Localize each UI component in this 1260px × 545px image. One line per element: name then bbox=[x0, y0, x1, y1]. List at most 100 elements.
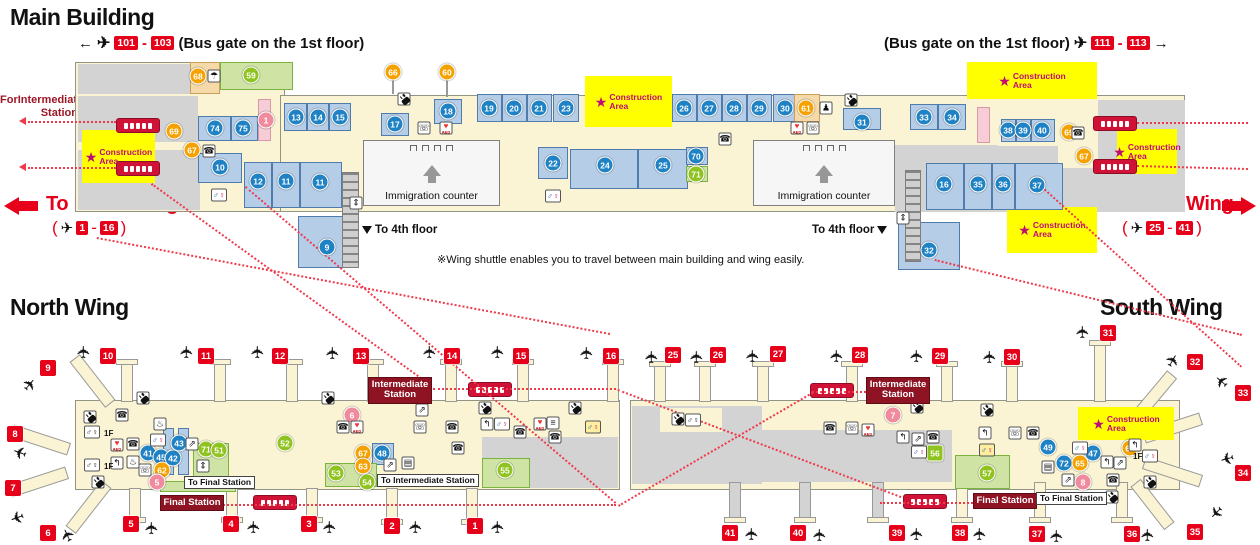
up-arrow-icon bbox=[815, 165, 833, 183]
facility-circle-54: 54 bbox=[358, 473, 376, 491]
up-arrow-icon bbox=[422, 165, 441, 183]
paren: ( bbox=[52, 218, 58, 237]
plane-icon: ✈ bbox=[244, 519, 264, 535]
to-4th-floor-right-label: To 4th floor bbox=[812, 224, 888, 236]
facility-circle-5: 5 bbox=[148, 473, 166, 491]
pier-cap bbox=[794, 517, 816, 523]
gate-pier bbox=[306, 488, 318, 518]
phone-icon: ☎ bbox=[115, 408, 129, 422]
power-plug-icon bbox=[844, 93, 858, 107]
baggage-service-icon: ▤ bbox=[1041, 460, 1055, 474]
route-arrowhead-icon bbox=[19, 117, 26, 125]
bus-gate-left-label: ← ✈ 101 - 103 (Bus gate on the 1st floor… bbox=[78, 33, 364, 53]
gate-pier bbox=[1006, 366, 1018, 402]
plane-icon: ✈ bbox=[1161, 350, 1185, 372]
facility-circle-52: 52 bbox=[276, 434, 294, 452]
gate-circle-22: 22 bbox=[544, 154, 562, 172]
gate-circle-19: 19 bbox=[480, 99, 498, 117]
aed-icon: ♥AED bbox=[350, 420, 364, 434]
escalator-icon: ⇗ bbox=[1061, 473, 1075, 487]
gate-circle-23: 23 bbox=[557, 99, 575, 117]
gate-label-39: 39 bbox=[889, 525, 905, 541]
facility-circle-60: 60 bbox=[438, 63, 456, 81]
pier-cap bbox=[694, 361, 716, 367]
toilet-icon: ♂♀ bbox=[494, 417, 510, 431]
plane-icon: ✈ bbox=[60, 220, 74, 237]
bus-gate-text: (Bus gate on the 1st floor) bbox=[178, 34, 365, 52]
construction-star-icon: ★ bbox=[84, 148, 98, 165]
gate-pier bbox=[129, 488, 141, 518]
plane-icon: ✈ bbox=[7, 505, 27, 529]
gate-circle-13: 13 bbox=[287, 108, 305, 126]
facility-circle-55: 55 bbox=[496, 461, 514, 479]
gate-label-11: 11 bbox=[198, 348, 214, 364]
left-arrow-icon: ← bbox=[78, 34, 93, 52]
power-plug-icon bbox=[83, 410, 97, 424]
gate-label-34: 34 bbox=[1235, 465, 1251, 481]
plane-icon: ✈ bbox=[743, 348, 763, 364]
gate-circle-16: 16 bbox=[935, 175, 953, 193]
gate-label-38: 38 bbox=[952, 525, 968, 541]
gate-pier bbox=[214, 364, 226, 402]
power-plug-icon bbox=[478, 401, 492, 415]
shuttle-route-dotted-line bbox=[196, 504, 616, 506]
toilet-icon: ♂♀ bbox=[84, 425, 100, 439]
toilet-icon: ♂♀ bbox=[1142, 449, 1158, 463]
facility-circle-66: 66 bbox=[384, 63, 402, 81]
plane-icon: ✈ bbox=[980, 349, 1000, 365]
gate-circle-11: 11 bbox=[277, 172, 295, 190]
gate-circle-35: 35 bbox=[969, 175, 987, 193]
gate-label-26: 26 bbox=[710, 347, 726, 363]
floor-label: 1F bbox=[104, 462, 114, 471]
shuttle-route-dotted-line bbox=[812, 391, 866, 393]
plane-icon: ✈ bbox=[488, 344, 508, 360]
shower-icon: ☂ bbox=[207, 69, 221, 83]
gate-label-35: 35 bbox=[1187, 524, 1203, 540]
toilet-icon: ♂♀ bbox=[84, 458, 100, 472]
shuttle-route-dotted-line bbox=[28, 167, 116, 169]
gate-circle-75: 75 bbox=[234, 119, 252, 137]
gate-label-32: 32 bbox=[1187, 354, 1203, 370]
gate-circle-72: 72 bbox=[1055, 454, 1073, 472]
drinking-fountain-icon: ♨ bbox=[153, 417, 167, 431]
gate-pier bbox=[699, 366, 711, 402]
south-wing-title: South Wing bbox=[1100, 294, 1223, 320]
aed-icon: ♥AED bbox=[861, 423, 875, 437]
escalator-icon: ⇗ bbox=[911, 432, 925, 446]
gate-pier bbox=[654, 366, 666, 402]
plane-icon: ✈ bbox=[1138, 527, 1158, 543]
phone-icon: ☎ bbox=[202, 144, 216, 158]
currency-exchange-icon: ↰ bbox=[480, 417, 494, 431]
toilet-icon: ♂♀ bbox=[685, 413, 701, 427]
to-4th-floor-left-label: To 4th floor bbox=[362, 224, 437, 236]
immigration-counter-label: Immigration counter bbox=[385, 190, 478, 202]
facility-circle-68: 68 bbox=[189, 67, 207, 85]
gate-range-end: 16 bbox=[99, 221, 118, 235]
power-plug-icon bbox=[671, 412, 685, 426]
gate-circle-31: 31 bbox=[853, 113, 871, 131]
facility-circle-51: 51 bbox=[210, 441, 228, 459]
station-banner: Intermediate Station bbox=[866, 377, 930, 404]
phone-icon: ☎ bbox=[1026, 426, 1040, 440]
gate-label-7: 7 bbox=[5, 480, 21, 496]
toilet-icon: ♂♀ bbox=[979, 443, 995, 457]
plane-icon: ✈ bbox=[1217, 446, 1237, 470]
elevator-icon: ⇕ bbox=[196, 459, 210, 473]
room-block bbox=[977, 107, 990, 143]
construction-star-icon: ★ bbox=[1018, 222, 1031, 238]
paren: ) bbox=[120, 218, 127, 237]
facility-circle-63: 63 bbox=[354, 457, 372, 475]
gate-range-start: 1 bbox=[76, 221, 89, 235]
immigration-counter-label: Immigration counter bbox=[777, 190, 871, 202]
gate-circle-39: 39 bbox=[1014, 121, 1032, 139]
gate-pier bbox=[757, 366, 769, 402]
power-plug-icon bbox=[321, 391, 335, 405]
pier-cap bbox=[724, 517, 746, 523]
shuttle-train-icon bbox=[116, 161, 160, 176]
facility-circle-67: 67 bbox=[1075, 147, 1093, 165]
immigration-counter: Immigration counter bbox=[363, 140, 500, 206]
